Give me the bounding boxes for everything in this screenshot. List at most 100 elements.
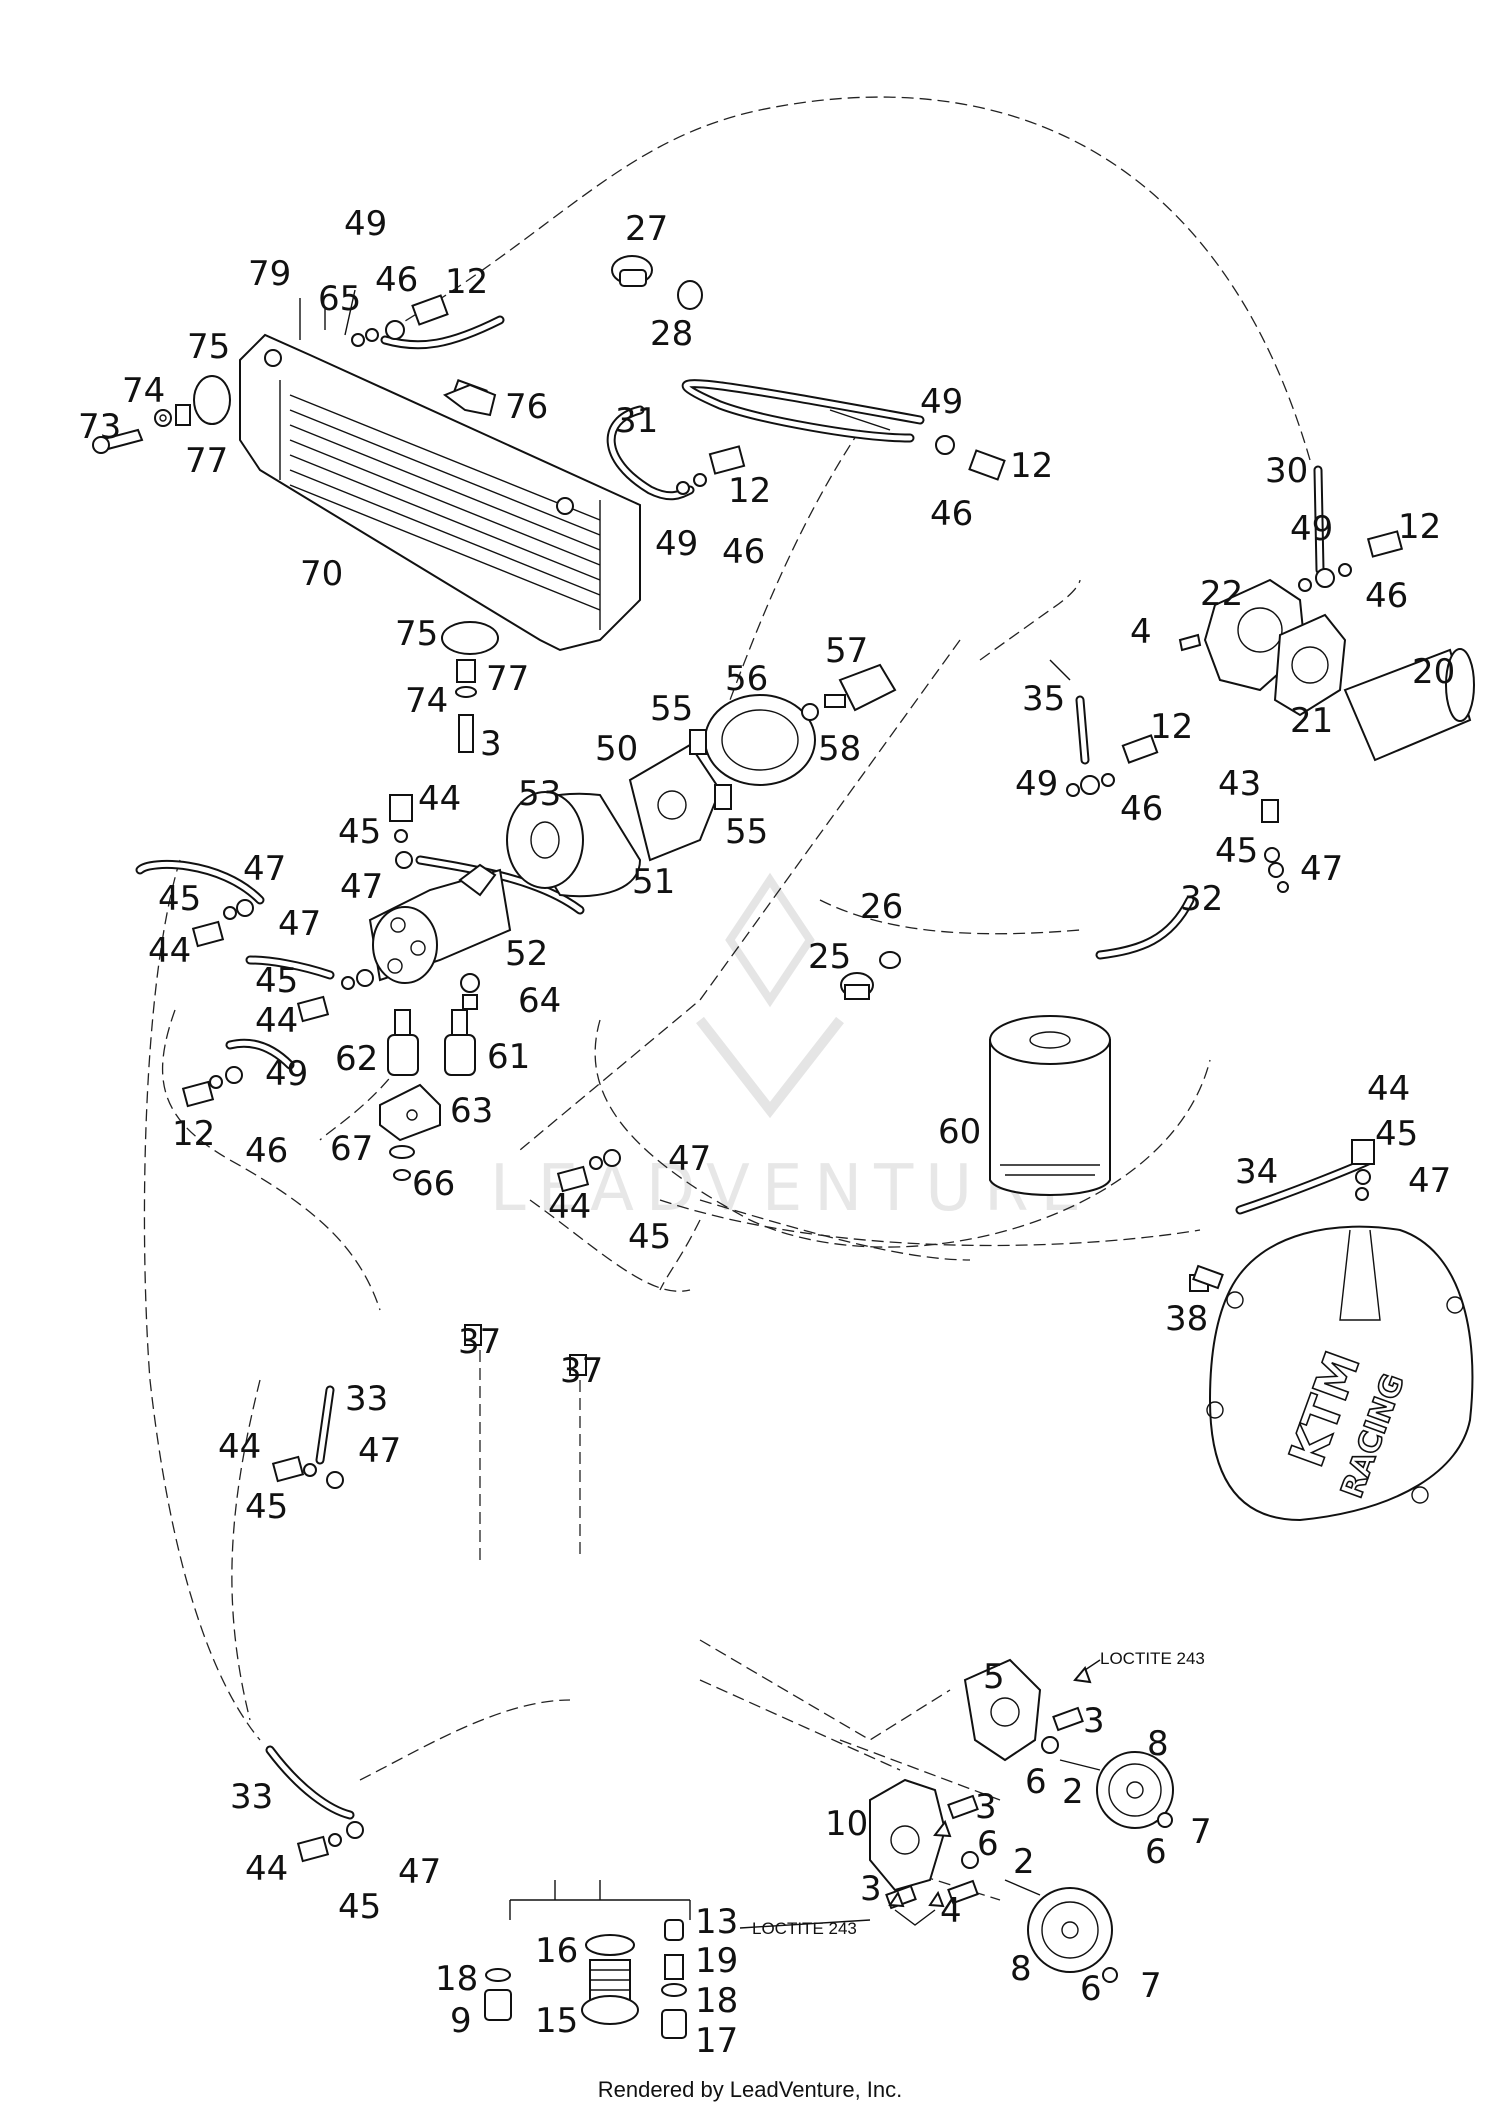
callout-30: 30 bbox=[1265, 451, 1308, 491]
callout-46: 46 bbox=[1120, 789, 1163, 829]
loctite-note-lower: LOCTITE 243 bbox=[752, 1919, 857, 1938]
callout-49: 49 bbox=[1015, 764, 1058, 804]
callout-12: 12 bbox=[1398, 507, 1441, 547]
callout-6: 6 bbox=[977, 1824, 999, 1864]
callout-62: 62 bbox=[335, 1039, 378, 1079]
spin-on-oil-filter bbox=[989, 1015, 1111, 1196]
callout-12: 12 bbox=[445, 262, 488, 302]
oil-pressure-sender bbox=[801, 663, 897, 721]
callout-27: 27 bbox=[625, 209, 668, 249]
callout-38: 38 bbox=[1165, 1299, 1208, 1339]
callout-49: 49 bbox=[1290, 509, 1333, 549]
callout-6: 6 bbox=[1080, 1969, 1102, 2009]
callout-45: 45 bbox=[338, 1887, 381, 1927]
callout-46: 46 bbox=[930, 494, 973, 534]
callout-12: 12 bbox=[1150, 707, 1193, 747]
callout-75: 75 bbox=[187, 327, 230, 367]
callout-13: 13 bbox=[695, 1902, 738, 1942]
oil-cooler bbox=[239, 333, 641, 652]
callout-46: 46 bbox=[1365, 576, 1408, 616]
callout-56: 56 bbox=[725, 659, 768, 699]
callout-3: 3 bbox=[975, 1787, 997, 1827]
loctite-markers bbox=[739, 1659, 1101, 1929]
callout-49: 49 bbox=[655, 524, 698, 564]
callout-26: 26 bbox=[860, 887, 903, 927]
callout-2: 2 bbox=[1013, 1842, 1035, 1882]
hose-clip bbox=[442, 383, 497, 417]
clutch-cover: KTM RACING bbox=[1206, 1225, 1474, 1522]
callout-10: 10 bbox=[825, 1804, 868, 1844]
oil-pump-body bbox=[869, 1778, 1041, 1910]
callout-3: 3 bbox=[1083, 1701, 1105, 1741]
callout-70: 70 bbox=[300, 554, 343, 594]
callout-33: 33 bbox=[345, 1379, 388, 1419]
callout-43: 43 bbox=[1218, 764, 1261, 804]
callout-49: 49 bbox=[344, 204, 387, 244]
callout-22: 22 bbox=[1200, 574, 1243, 614]
callout-46: 46 bbox=[722, 532, 765, 572]
callout-12: 12 bbox=[172, 1114, 215, 1154]
callout-12: 12 bbox=[1010, 446, 1053, 486]
callout-labels: 79 65 49 46 12 27 28 75 74 73 77 76 31 4… bbox=[78, 204, 1455, 2061]
callout-49: 49 bbox=[920, 382, 963, 422]
callout-47: 47 bbox=[668, 1139, 711, 1179]
callout-66: 66 bbox=[412, 1164, 455, 1204]
callout-8: 8 bbox=[1147, 1724, 1169, 1764]
callout-47: 47 bbox=[278, 904, 321, 944]
callout-17: 17 bbox=[695, 2021, 738, 2061]
valve-block bbox=[368, 863, 512, 1010]
callout-50: 50 bbox=[595, 729, 638, 769]
leader-lines bbox=[299, 289, 1071, 681]
callout-44: 44 bbox=[218, 1427, 261, 1467]
callout-19: 19 bbox=[695, 1941, 738, 1981]
callout-47: 47 bbox=[340, 867, 383, 907]
pump-gear-lower bbox=[1027, 1887, 1118, 1983]
callout-18: 18 bbox=[435, 1959, 478, 1999]
callout-33: 33 bbox=[230, 1777, 273, 1817]
callout-21: 21 bbox=[1290, 701, 1333, 741]
callout-44: 44 bbox=[245, 1849, 288, 1889]
callout-45: 45 bbox=[1375, 1114, 1418, 1154]
callout-35: 35 bbox=[1022, 679, 1065, 719]
callout-75: 75 bbox=[395, 614, 438, 654]
callout-2: 2 bbox=[1062, 1772, 1084, 1812]
callout-46: 46 bbox=[375, 260, 418, 300]
callout-4: 4 bbox=[1130, 612, 1152, 652]
filter-cover-group bbox=[1178, 578, 1475, 762]
callout-67: 67 bbox=[330, 1129, 373, 1169]
callout-63: 63 bbox=[450, 1091, 493, 1131]
callout-34: 34 bbox=[1235, 1152, 1278, 1192]
callout-73: 73 bbox=[78, 407, 121, 447]
callout-79: 79 bbox=[248, 254, 291, 294]
callout-61: 61 bbox=[487, 1037, 530, 1077]
callout-15: 15 bbox=[535, 2001, 578, 2041]
callout-46: 46 bbox=[245, 1131, 288, 1171]
callout-5: 5 bbox=[983, 1657, 1005, 1697]
pump-gear-upper bbox=[1096, 1751, 1174, 1829]
callout-77: 77 bbox=[486, 659, 529, 699]
callout-28: 28 bbox=[650, 314, 693, 354]
callout-47: 47 bbox=[1408, 1161, 1451, 1201]
banjo-bolts-and-washers bbox=[181, 294, 1404, 1863]
watermark: LEADVENTURE bbox=[490, 872, 1093, 1226]
rubber-mounts bbox=[379, 1009, 476, 1181]
callout-12: 12 bbox=[728, 471, 771, 511]
callout-7: 7 bbox=[1140, 1966, 1162, 2006]
callout-18: 18 bbox=[695, 1981, 738, 2021]
callout-47: 47 bbox=[243, 849, 286, 889]
callout-44: 44 bbox=[148, 931, 191, 971]
callout-45: 45 bbox=[255, 961, 298, 1001]
oil-hoses bbox=[135, 315, 1375, 1820]
callout-65: 65 bbox=[318, 279, 361, 319]
callout-52: 52 bbox=[505, 934, 548, 974]
callout-20: 20 bbox=[1412, 652, 1455, 692]
cover-bolt bbox=[1192, 1264, 1224, 1290]
callout-44: 44 bbox=[548, 1187, 591, 1227]
callout-6: 6 bbox=[1025, 1762, 1047, 1802]
routing-lines bbox=[143, 96, 1311, 1901]
callout-45: 45 bbox=[338, 812, 381, 852]
watermark-text: LEADVENTURE bbox=[490, 1152, 1093, 1226]
callout-45: 45 bbox=[1215, 831, 1258, 871]
cooler-mount-hardware bbox=[92, 375, 499, 753]
callout-47: 47 bbox=[358, 1431, 401, 1471]
